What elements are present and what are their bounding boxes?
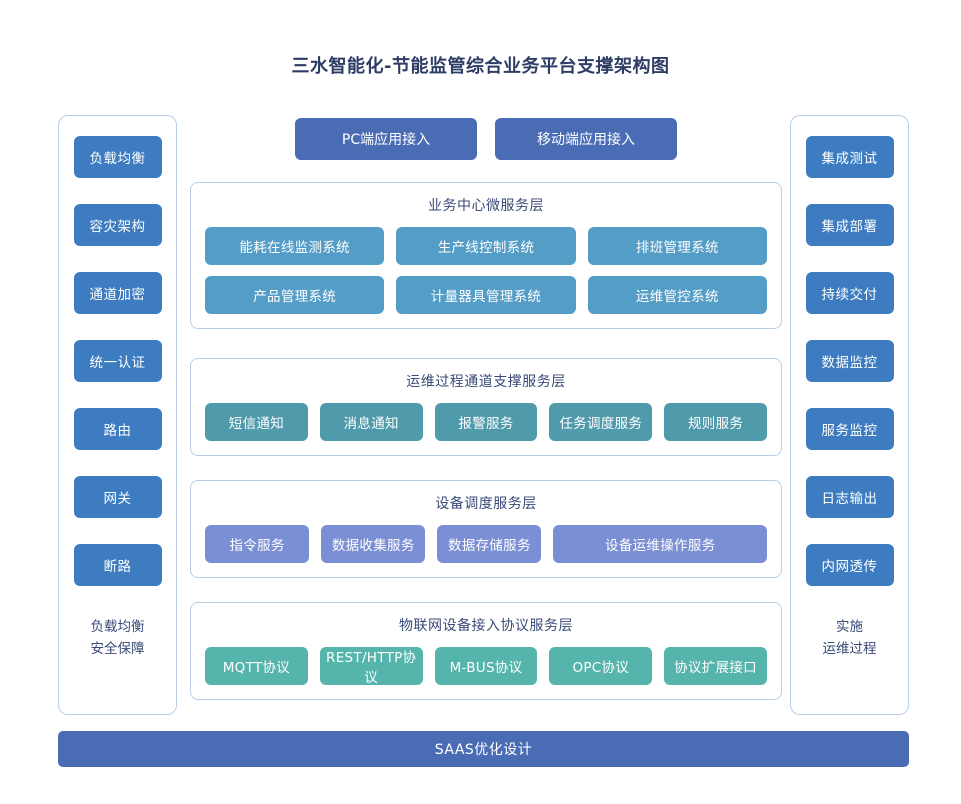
chip-metering-device-management-system[interactable]: 计量器具管理系统 [396, 276, 576, 314]
layer-device-scheduling: 设备调度服务层 指令服务 数据收集服务 数据存储服务 设备运维操作服务 [190, 480, 782, 578]
chip-sms-notification[interactable]: 短信通知 [205, 403, 308, 441]
layer-ops-row: 短信通知 消息通知 报警服务 任务调度服务 规则服务 [205, 403, 767, 441]
layer-device-row: 指令服务 数据收集服务 数据存储服务 设备运维操作服务 [205, 525, 767, 563]
page-title: 三水智能化-节能监管综合业务平台支撑架构图 [291, 56, 670, 77]
sidebar-item-channel-encryption[interactable]: 通道加密 [73, 272, 162, 314]
layer-business-row-2: 产品管理系统 计量器具管理系统 运维管控系统 [205, 276, 767, 314]
sidebar-item-integration-test[interactable]: 集成测试 [805, 136, 894, 178]
chip-task-scheduling-service[interactable]: 任务调度服务 [549, 403, 653, 441]
sidebar-item-intranet-tunneling[interactable]: 内网透传 [805, 544, 894, 586]
chip-data-collection-service[interactable]: 数据收集服务 [321, 525, 426, 563]
chip-energy-monitoring-system[interactable]: 能耗在线监测系统 [205, 227, 385, 265]
layer-iot-protocol-access: 物联网设备接入协议服务层 MQTT协议 REST/HTTP协议 M-BUS协议 … [190, 602, 782, 700]
sidebar-item-integration-deploy[interactable]: 集成部署 [805, 204, 894, 246]
sidebar-item-disaster-recovery[interactable]: 容灾架构 [73, 204, 162, 246]
layer-business-title: 业务中心微服务层 [428, 198, 544, 214]
sidebar-item-load-balance[interactable]: 负载均衡 [73, 136, 162, 178]
right-column-caption: 实施 运维过程 [823, 616, 877, 660]
chip-production-line-control-system[interactable]: 生产线控制系统 [396, 227, 576, 265]
left-caption-line1: 负载均衡 [90, 619, 145, 635]
sidebar-item-unified-auth[interactable]: 统一认证 [73, 340, 162, 382]
right-caption-line1: 实施 [836, 619, 863, 635]
left-column-caption: 负载均衡 安全保障 [91, 616, 145, 660]
chip-shift-management-system[interactable]: 排班管理系统 [587, 227, 767, 265]
sidebar-item-circuit-breaker[interactable]: 断路 [73, 544, 162, 586]
chip-data-storage-service[interactable]: 数据存储服务 [437, 525, 542, 563]
sidebar-item-data-monitoring[interactable]: 数据监控 [805, 340, 894, 382]
sidebar-item-log-output[interactable]: 日志输出 [805, 476, 894, 518]
layer-ops-title: 运维过程通道支撑服务层 [406, 374, 566, 390]
access-pc-button[interactable]: PC端应用接入 [295, 118, 477, 160]
chip-protocol-extension-interface[interactable]: 协议扩展接口 [664, 647, 767, 685]
saas-optimization-bar[interactable]: SAAS优化设计 [58, 731, 909, 767]
right-column-card: 集成测试 集成部署 持续交付 数据监控 服务监控 日志输出 内网透传 实施 运维… [790, 115, 909, 715]
sidebar-item-service-monitoring[interactable]: 服务监控 [805, 408, 894, 450]
right-caption-line2: 运维过程 [822, 641, 877, 657]
chip-alarm-service[interactable]: 报警服务 [434, 403, 538, 441]
layer-device-title: 设备调度服务层 [435, 496, 537, 512]
layer-business-microservices: 业务中心微服务层 能耗在线监测系统 生产线控制系统 排班管理系统 产品管理系统 … [190, 182, 782, 329]
layer-ops-channel-support: 运维过程通道支撑服务层 短信通知 消息通知 报警服务 任务调度服务 规则服务 [190, 358, 782, 456]
layer-protocol-title: 物联网设备接入协议服务层 [399, 618, 573, 634]
application-access-row: PC端应用接入 移动端应用接入 [190, 118, 782, 160]
access-mobile-button[interactable]: 移动端应用接入 [495, 118, 677, 160]
chip-message-notification[interactable]: 消息通知 [319, 403, 423, 441]
chip-rest-http-protocol[interactable]: REST/HTTP协议 [319, 647, 423, 686]
sidebar-item-continuous-delivery[interactable]: 持续交付 [805, 272, 894, 314]
chip-mbus-protocol[interactable]: M-BUS协议 [434, 647, 538, 685]
chip-opc-protocol[interactable]: OPC协议 [549, 647, 653, 685]
layer-business-row-1: 能耗在线监测系统 生产线控制系统 排班管理系统 [205, 227, 767, 265]
chip-device-ops-operation-service[interactable]: 设备运维操作服务 [553, 525, 767, 563]
chip-mqtt-protocol[interactable]: MQTT协议 [205, 647, 308, 685]
left-column-card: 负载均衡 容灾架构 通道加密 统一认证 路由 网关 断路 负载均衡 安全保障 [58, 115, 177, 715]
chip-rule-service[interactable]: 规则服务 [664, 403, 767, 441]
chip-product-management-system[interactable]: 产品管理系统 [205, 276, 385, 314]
chip-command-service[interactable]: 指令服务 [205, 525, 310, 563]
sidebar-item-routing[interactable]: 路由 [73, 408, 162, 450]
left-caption-line2: 安全保障 [90, 641, 145, 657]
layer-protocol-row: MQTT协议 REST/HTTP协议 M-BUS协议 OPC协议 协议扩展接口 [205, 647, 767, 686]
sidebar-item-gateway[interactable]: 网关 [73, 476, 162, 518]
chip-operations-control-system[interactable]: 运维管控系统 [587, 276, 767, 314]
